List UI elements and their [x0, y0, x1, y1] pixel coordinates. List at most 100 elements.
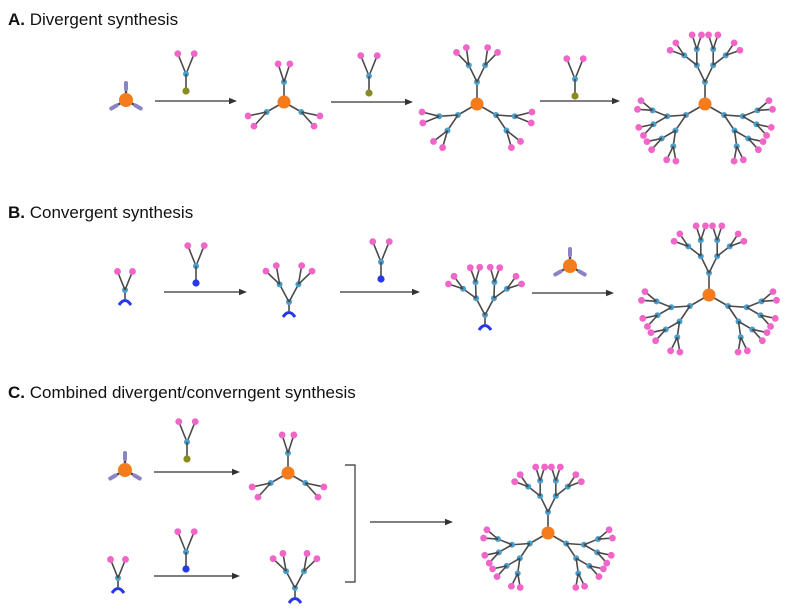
terminal-group — [676, 230, 684, 238]
c-dendrimer-g1 — [248, 431, 328, 501]
focal-anchor — [571, 92, 579, 100]
terminal-group — [476, 263, 484, 271]
terminal-group — [607, 551, 615, 559]
core-node — [702, 288, 716, 302]
terminal-group — [758, 337, 766, 345]
terminal-group — [385, 238, 393, 246]
terminal-group — [765, 97, 773, 105]
core-arm-end — [108, 473, 118, 481]
terminal-group — [600, 565, 607, 573]
bond-line — [185, 531, 195, 553]
focal-anchor — [182, 87, 190, 95]
terminal-group — [248, 483, 256, 491]
terminal-group — [508, 582, 515, 590]
focal-anchor — [365, 89, 373, 97]
bond-line — [278, 283, 290, 303]
terminal-group — [730, 157, 738, 165]
terminal-group — [743, 347, 751, 355]
b-arrow-2 — [340, 288, 420, 296]
bond-line — [288, 283, 300, 303]
arrow-head — [412, 288, 420, 296]
terminal-group — [672, 157, 680, 165]
b-arrow-1 — [164, 288, 247, 296]
terminal-group — [190, 50, 198, 58]
terminal-group — [200, 242, 208, 250]
section-c-letter: C. — [8, 383, 25, 402]
bond-line — [700, 255, 710, 274]
c-combine-bracket — [345, 464, 356, 583]
terminal-group — [486, 263, 494, 271]
terminal-group — [480, 534, 487, 542]
terminal-group — [672, 39, 680, 47]
core-arm-end — [553, 269, 563, 277]
c-reagent-div — [175, 418, 199, 463]
bond-line — [704, 64, 714, 83]
section-b-title: Convergent synthesis — [29, 203, 194, 222]
b-reagent-1 — [184, 242, 208, 287]
arrow-head — [405, 98, 413, 106]
terminal-group — [527, 119, 535, 127]
terminal-group — [667, 347, 675, 355]
terminal-group — [688, 31, 696, 39]
core-arm-end — [109, 103, 119, 111]
terminal-group — [605, 526, 613, 534]
terminal-group — [532, 463, 540, 471]
c-arrow-final — [370, 518, 453, 526]
terminal-group — [122, 556, 129, 563]
terminal-group — [666, 46, 674, 54]
bond-line — [678, 305, 691, 322]
terminal-group — [541, 463, 549, 471]
terminal-group — [314, 493, 322, 501]
terminal-group — [577, 478, 585, 486]
bond-line — [187, 245, 197, 267]
core-node — [277, 95, 291, 109]
terminal-group — [303, 550, 311, 557]
a-dendrimer-g3 — [634, 31, 776, 165]
terminal-group — [676, 348, 684, 356]
terminal-group — [763, 132, 770, 139]
c-reagent-conv — [174, 528, 198, 573]
bond-line — [696, 64, 706, 83]
bond-line — [446, 114, 459, 131]
c-core-g0 — [108, 451, 142, 481]
b-dendron-g3 — [445, 263, 525, 331]
bond-line — [708, 255, 718, 274]
terminal-group — [418, 108, 426, 116]
arrow-head — [229, 97, 237, 105]
bond-line — [723, 114, 743, 118]
section-a-title: Divergent synthesis — [29, 10, 179, 29]
terminal-group — [572, 471, 580, 479]
core-node — [541, 526, 555, 540]
terminal-group — [107, 556, 114, 563]
terminal-group — [286, 60, 294, 68]
terminal-group — [641, 288, 649, 296]
a-core-g0 — [109, 81, 143, 111]
arrow-head — [606, 289, 614, 297]
bond-line — [574, 58, 584, 80]
terminal-group — [250, 122, 258, 130]
terminal-group — [547, 463, 555, 471]
bond-line — [727, 305, 747, 309]
c-dendron-g1 — [107, 556, 129, 594]
terminal-group — [769, 288, 777, 296]
terminal-group — [493, 573, 501, 580]
arrow-head — [232, 468, 240, 476]
terminal-group — [603, 559, 611, 567]
terminal-group — [705, 31, 712, 39]
terminal-group — [190, 528, 198, 536]
bond-line — [723, 114, 736, 131]
terminal-group — [373, 52, 381, 60]
b-arrow-3 — [532, 289, 614, 297]
a-arrow-2 — [331, 98, 413, 106]
arrow-head — [232, 572, 240, 580]
bond-line — [476, 64, 486, 83]
bond-line — [294, 570, 305, 589]
core-node — [119, 93, 133, 107]
terminal-group — [489, 565, 496, 573]
focal-cup — [110, 587, 126, 594]
terminal-group — [279, 550, 287, 557]
terminal-group — [244, 112, 252, 120]
core-arm-end — [577, 269, 587, 277]
terminal-group — [648, 146, 656, 154]
terminal-group — [718, 222, 726, 230]
